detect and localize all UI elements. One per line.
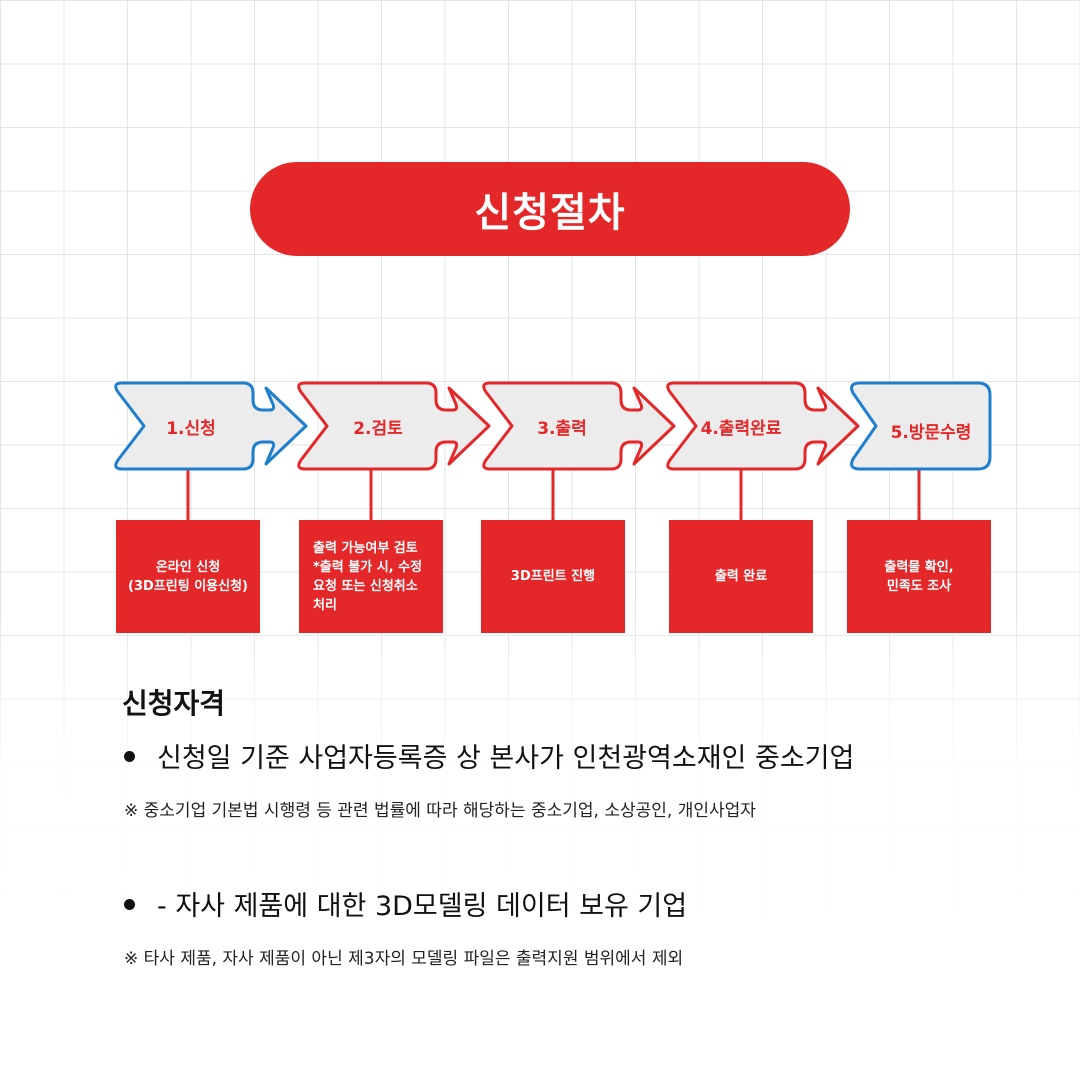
eligibility-heading: 신청자격 [122,687,226,720]
eligibility-item-text-2: - 자사 제품에 대한 3D모델링 데이터 보유 기업 [157,891,688,922]
step-desc-2: 출력 가능여부 검토 *출력 불가 시, 수정 요청 또는 신청취소 처리 [313,540,423,613]
process-flow [114,381,992,520]
step-label-4: 4.출력완료 [700,419,782,439]
step-desc-1: 온라인 신청 (3D프린팅 이용신청) [128,559,248,594]
eligibility-note-1: ※ 중소기업 기본법 시행령 등 관련 법률에 따라 해당하는 중소기업, 소상… [124,801,756,821]
step-desc-box-4: 출력 완료 [669,520,813,633]
step-shape-4 [666,381,860,471]
page-title: 신청절차 [250,162,850,256]
page-title-text: 신청절차 [474,190,626,236]
step-shape-2 [297,381,491,471]
step-label-2: 2.검토 [353,419,403,439]
step-desc-box-5: 출력물 확인, 민족도 조사 [847,520,991,633]
background-fade [0,600,1080,1080]
step-desc-box-3: 3D프린트 진행 [481,520,625,633]
step-shape-1 [114,381,308,471]
bullet-icon [124,751,135,762]
eligibility-item-text-1: 신청일 기준 사업자등록증 상 본사가 인천광역소재인 중소기업 [157,743,855,774]
eligibility-item-1: 신청일 기준 사업자등록증 상 본사가 인천광역소재인 중소기업 [124,736,854,775]
step-shape-5 [850,381,992,471]
step-label-1: 1.신청 [166,419,216,439]
step-desc-3: 3D프린트 진행 [510,569,596,584]
step-shape-3 [482,381,676,471]
step-desc-box-1: 온라인 신청 (3D프린팅 이용신청) [116,520,260,633]
step-desc-5: 출력물 확인, 민족도 조사 [884,559,954,594]
step-desc-4: 출력 완료 [714,569,768,584]
eligibility-note-2: ※ 타사 제품, 자사 제품이 아닌 제3자의 모델링 파일은 출력지원 범위에… [124,949,684,969]
step-desc-box-2: 출력 가능여부 검토 *출력 불가 시, 수정 요청 또는 신청취소 처리 [299,520,443,633]
bullet-icon [124,899,135,910]
step-label-5: 5.방문수령 [890,423,972,443]
eligibility-item-2: - 자사 제품에 대한 3D모델링 데이터 보유 기업 [124,884,687,923]
step-label-3: 3.출력 [537,419,587,439]
